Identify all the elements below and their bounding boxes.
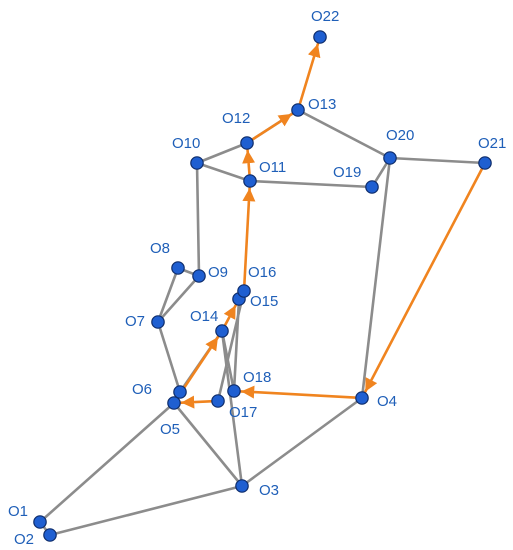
- node-label-o6: O6: [132, 381, 152, 398]
- node-label-o9: O9: [208, 264, 228, 281]
- directed-arcs: [176, 42, 483, 409]
- edge-o16-o17: [216, 289, 246, 403]
- arc-o17-to-o5: [179, 395, 213, 409]
- node-label-o8: O8: [150, 240, 170, 257]
- node-o19[interactable]: [365, 180, 379, 194]
- node-o9[interactable]: [192, 269, 206, 283]
- node-o1[interactable]: [33, 515, 47, 529]
- node-label-o18: O18: [243, 369, 271, 386]
- edge-o10-o11: [195, 161, 252, 183]
- node-labels: O1O2O3O4O5O6O7O8O9O10O11O12O13O14O15O16O…: [8, 8, 506, 548]
- node-o4[interactable]: [355, 391, 369, 405]
- edge-o20-o4: [360, 156, 392, 400]
- arc-o4-to-o18: [239, 385, 357, 399]
- node-o20[interactable]: [383, 151, 397, 165]
- nodes: [33, 30, 492, 542]
- node-o13[interactable]: [291, 103, 305, 117]
- node-label-o22: O22: [311, 8, 339, 25]
- node-label-o2: O2: [14, 531, 34, 548]
- node-label-o19: O19: [333, 164, 361, 181]
- edge-o7-o9: [156, 274, 201, 324]
- arc-o16-to-o11: [242, 186, 256, 286]
- node-o7[interactable]: [151, 315, 165, 329]
- node-o2[interactable]: [43, 528, 57, 542]
- node-label-o15: O15: [250, 293, 278, 310]
- arc-o14-to-o15: [223, 304, 237, 326]
- arc-o12-to-o13: [251, 112, 294, 141]
- edge-o11-o19: [248, 179, 374, 189]
- node-label-o21: O21: [478, 135, 506, 152]
- node-label-o14: O14: [190, 308, 218, 325]
- node-label-o13: O13: [308, 96, 336, 113]
- node-o8[interactable]: [171, 261, 185, 275]
- node-label-o16: O16: [248, 264, 276, 281]
- node-o17[interactable]: [211, 394, 225, 408]
- edge-o10-o12: [195, 141, 249, 165]
- node-o22[interactable]: [313, 30, 327, 44]
- edge-o20-o21: [388, 156, 487, 165]
- edge-o3-o4: [240, 396, 364, 488]
- edge-o1-o5: [38, 401, 176, 524]
- arc-o11-to-o12: [242, 148, 256, 176]
- node-label-o11: O11: [259, 159, 286, 176]
- edge-o3-o5: [172, 401, 244, 488]
- node-label-o1: O1: [8, 503, 28, 520]
- node-o5[interactable]: [167, 396, 181, 410]
- arc-o5-to-o14: [176, 335, 220, 399]
- node-o6[interactable]: [173, 385, 187, 399]
- edge-o7-o8: [156, 266, 180, 324]
- node-o18[interactable]: [227, 384, 241, 398]
- node-o11[interactable]: [243, 174, 257, 188]
- node-o10[interactable]: [190, 156, 204, 170]
- node-label-o3: O3: [259, 482, 279, 499]
- node-label-o5: O5: [160, 421, 180, 438]
- node-o16[interactable]: [237, 284, 251, 298]
- node-o3[interactable]: [235, 479, 249, 493]
- node-label-o17: O17: [229, 404, 257, 421]
- edge-o9-o10: [195, 161, 201, 278]
- arc-o21-to-o4: [364, 168, 483, 393]
- node-label-o10: O10: [172, 135, 200, 152]
- node-label-o7: O7: [125, 313, 145, 330]
- edge-o2-o3: [48, 484, 244, 537]
- edge-o3-o14: [220, 329, 244, 488]
- edge-o13-o20: [296, 108, 392, 160]
- node-label-o12: O12: [222, 110, 250, 127]
- node-label-o20: O20: [386, 127, 414, 144]
- node-o14[interactable]: [215, 324, 229, 338]
- node-o21[interactable]: [478, 156, 492, 170]
- node-o12[interactable]: [240, 136, 254, 150]
- node-label-o4: O4: [377, 393, 397, 410]
- edge-o6-o7: [156, 320, 182, 394]
- arc-o13-to-o22: [298, 42, 321, 105]
